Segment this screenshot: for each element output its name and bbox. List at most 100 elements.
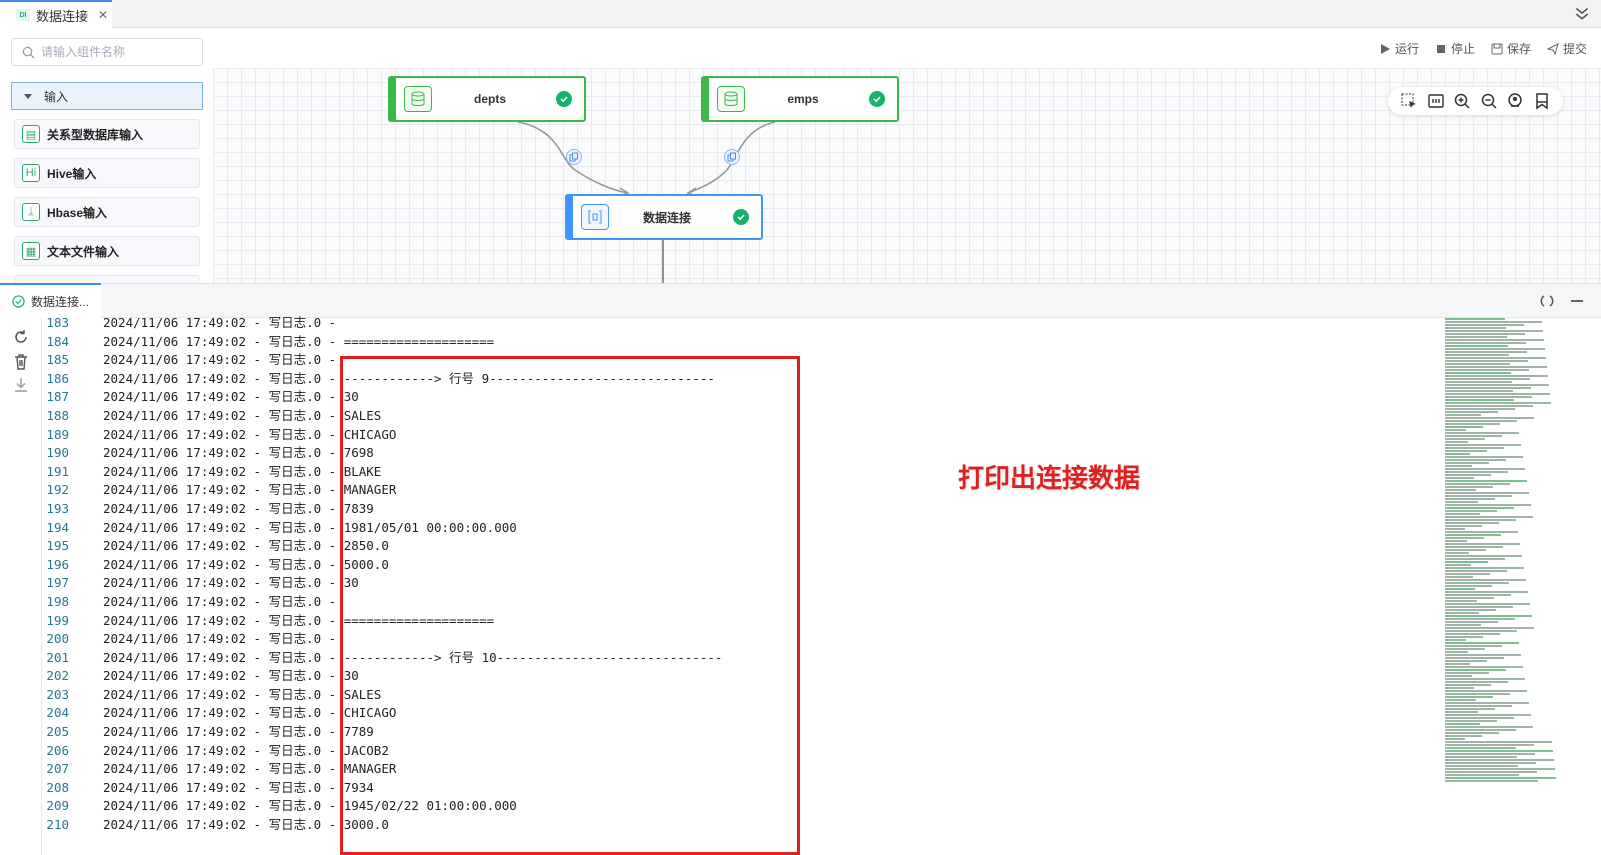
minimap-line — [1445, 654, 1521, 656]
submit-button[interactable]: 提交 — [1546, 40, 1587, 57]
minimap-line — [1445, 354, 1509, 356]
minimap-line — [1445, 447, 1504, 449]
search-input[interactable] — [41, 45, 191, 59]
trash-icon[interactable] — [12, 353, 30, 371]
join-icon — [581, 204, 609, 230]
log-tab[interactable]: 数据连接... — [0, 283, 102, 318]
minimap-line — [1445, 597, 1494, 599]
minimap-line — [1445, 747, 1516, 749]
line-text: 2024/11/06 17:49:02 - 写日志.0 - — [103, 631, 344, 647]
minimap-line — [1445, 702, 1529, 704]
minimap-line — [1445, 582, 1509, 584]
canvas-tools — [1388, 87, 1563, 115]
minimap-line — [1445, 543, 1520, 545]
fit-view-icon[interactable] — [1427, 92, 1445, 110]
palette-item-label: 关系型数据库输入 — [47, 127, 144, 142]
line-number: 194 — [46, 519, 69, 535]
minimap-line — [1445, 675, 1472, 677]
node-emps[interactable]: emps — [701, 76, 899, 122]
copy-port-icon[interactable] — [566, 149, 582, 165]
stop-button[interactable]: 停止 — [1435, 40, 1475, 57]
minimize-icon[interactable] — [1569, 293, 1585, 309]
line-number: 210 — [46, 817, 69, 833]
palette-item-label: 文本文件输入 — [47, 244, 120, 259]
node-depts[interactable]: depts — [388, 76, 586, 122]
line-number: 183 — [46, 315, 69, 330]
bookmark-icon[interactable] — [1533, 92, 1551, 110]
minimap-line — [1445, 333, 1525, 335]
minimap-line — [1445, 579, 1526, 581]
minimap-line — [1445, 756, 1517, 758]
line-text: 2024/11/06 17:49:02 - 写日志.0 - BLAKE — [103, 463, 382, 479]
minimap-line — [1445, 717, 1514, 719]
select-box-icon[interactable] — [1400, 92, 1418, 110]
minimap-line — [1445, 468, 1525, 470]
palette-item-rdb-input[interactable]: ▤ 关系型数据库输入 — [14, 119, 200, 149]
play-icon — [1380, 43, 1390, 54]
download-icon[interactable] — [12, 376, 30, 394]
copy-port-icon[interactable] — [724, 149, 740, 165]
line-number: 198 — [46, 593, 69, 609]
category-input-header[interactable]: 输入 — [11, 82, 203, 110]
minimap-line — [1445, 528, 1465, 530]
success-check-icon — [869, 91, 885, 107]
expand-icon[interactable] — [1539, 293, 1555, 309]
minimap-line — [1445, 687, 1474, 689]
minimap-line — [1445, 699, 1476, 701]
line-text: 2024/11/06 17:49:02 - 写日志.0 - ----------… — [103, 649, 723, 665]
locate-icon[interactable] — [1506, 92, 1524, 110]
save-button[interactable]: 保存 — [1491, 40, 1531, 57]
minimap-line — [1445, 510, 1497, 512]
minimap-line — [1445, 678, 1525, 680]
minimap-line — [1445, 321, 1542, 323]
minimap-line — [1445, 459, 1506, 461]
minimap-line — [1445, 744, 1534, 746]
line-text: 2024/11/06 17:49:02 - 写日志.0 - 5000.0 — [103, 556, 389, 572]
minimap-line — [1445, 603, 1530, 605]
minimap-line — [1445, 672, 1489, 674]
log-minimap[interactable] — [1445, 318, 1560, 788]
node-data-join[interactable]: 数据连接 — [565, 194, 763, 240]
minimap-line — [1445, 627, 1534, 629]
database-icon — [717, 86, 745, 112]
palette-item-hbase-input[interactable]: ᛦ Hbase输入 — [14, 197, 200, 227]
close-icon[interactable]: ✕ — [98, 8, 109, 22]
palette-item-text-file-input[interactable]: ▦ 文本文件输入 — [14, 236, 200, 266]
toolbar: 运行 停止 保存 提交 — [1379, 40, 1587, 57]
minimap-line — [1445, 681, 1508, 683]
minimap-line — [1445, 381, 1512, 383]
zoom-in-icon[interactable] — [1453, 92, 1471, 110]
line-text: 2024/11/06 17:49:02 - 写日志.0 - 30 — [103, 389, 359, 405]
minimap-line — [1445, 630, 1517, 632]
minimap-line — [1445, 441, 1468, 443]
tab-data-join[interactable]: DI 数据连接 ✕ — [0, 0, 112, 28]
refresh-icon[interactable] — [12, 328, 30, 346]
line-number: 206 — [46, 742, 69, 758]
zoom-out-icon[interactable] — [1480, 92, 1498, 110]
caret-down-icon — [24, 93, 32, 99]
minimap-line — [1445, 711, 1478, 713]
stop-icon — [1436, 44, 1445, 53]
log-tools — [0, 318, 42, 855]
double-chevron-down-icon[interactable] — [1573, 4, 1591, 22]
line-number: 184 — [46, 333, 69, 349]
line-text: 2024/11/06 17:49:02 - 写日志.0 - ----------… — [103, 370, 715, 386]
minimap-line — [1445, 450, 1487, 452]
line-number: 201 — [46, 649, 69, 665]
minimap-line — [1445, 423, 1500, 425]
minimap-line — [1445, 606, 1513, 608]
line-number: 209 — [46, 798, 69, 814]
run-button[interactable]: 运行 — [1379, 40, 1419, 57]
palette-item-hive-input[interactable]: Hi Hive输入 — [14, 158, 200, 188]
minimap-line — [1445, 573, 1490, 575]
line-number: 191 — [46, 463, 69, 479]
minimap-line — [1445, 660, 1487, 662]
